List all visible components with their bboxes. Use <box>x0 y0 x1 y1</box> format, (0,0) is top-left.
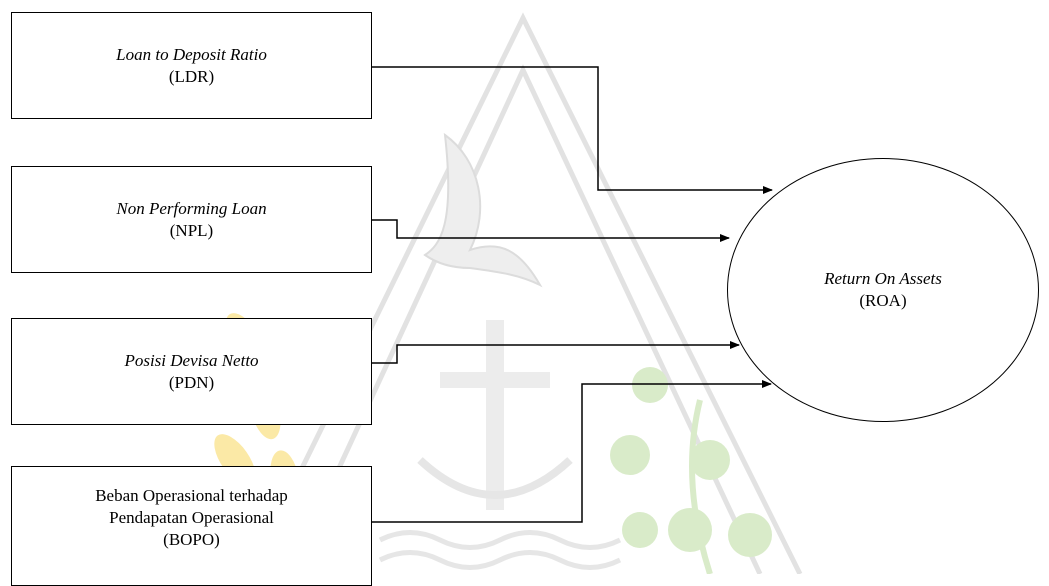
bopo-name-line1: Beban Operasional terhadap <box>95 486 288 505</box>
ldr-box: Loan to Deposit Ratio (LDR) <box>11 12 372 119</box>
npl-box: Non Performing Loan (NPL) <box>11 166 372 273</box>
pdn-abbr: (PDN) <box>168 372 215 392</box>
npl-abbr: (NPL) <box>169 220 214 240</box>
npl-name: Non Performing Loan <box>116 198 267 218</box>
arrow-npl-to-roa <box>372 219 730 242</box>
arrow-pdn-to-roa <box>372 341 740 364</box>
pdn-box: Posisi Devisa Netto (PDN) <box>11 318 372 425</box>
bopo-name-line2: Pendapatan Operasional <box>109 508 274 527</box>
ldr-abbr: (LDR) <box>168 66 215 86</box>
arrow-bopo-to-roa <box>372 380 772 523</box>
arrow-ldr-to-roa <box>372 66 773 194</box>
roa-ellipse: Return On Assets (ROA) <box>727 158 1039 422</box>
pdn-name: Posisi Devisa Netto <box>124 350 259 370</box>
ldr-name: Loan to Deposit Ratio <box>116 44 267 64</box>
bopo-abbr: (BOPO) <box>163 530 220 549</box>
connector-arrows <box>372 66 773 523</box>
roa-name: Return On Assets <box>824 269 942 288</box>
roa-abbr: (ROA) <box>859 291 907 310</box>
bopo-box: Beban Operasional terhadap Pendapatan Op… <box>11 466 372 586</box>
